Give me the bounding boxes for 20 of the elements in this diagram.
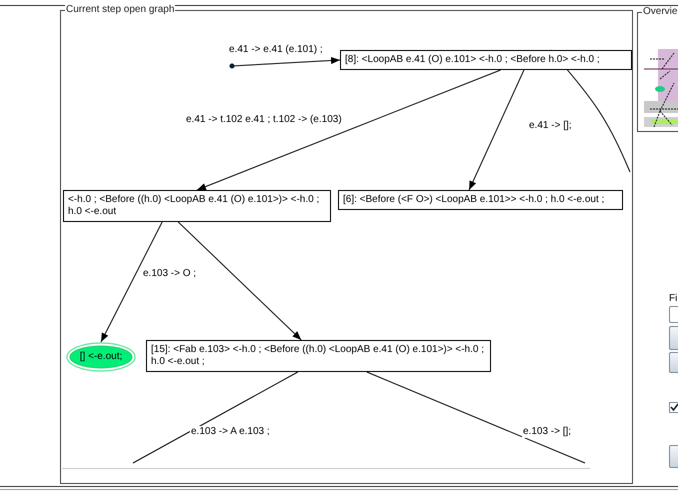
panel-title: Current step open graph [65, 4, 176, 16]
state-box: [6]: <Before (<F O>) <LoopAB e.101>> <-h.0 ; h.0 <-e.out ; [338, 190, 623, 210]
arrow [468, 70, 524, 190]
state-ellipse: [] <-e.out; [66, 342, 136, 372]
field-label: Fi [669, 293, 678, 305]
edge-label: e.103 -> A e.103 ; [190, 426, 271, 438]
arrow [196, 70, 502, 190]
state-box: [8]: <LoopAB e.41 (O) e.101> <-h.0 ; <Before h.0> <-h.0 ; [340, 50, 632, 70]
edge-label: e.41 -> t.102 e.41 ; t.102 -> (e.103) [185, 114, 343, 126]
state-box: <-h.0 ; <Before ((h.0) <LoopAB e.41 (O) e.101>)> <-h.0 ; h.0 <-e.out [63, 190, 331, 222]
connector-line [366, 372, 586, 464]
state-box: [15]: <Fab e.103> <-h.0 ; <Before ((h.0) <LoopAB e.41 (O) e.101>)> <-h.0 ; h.0 <-e.out ; [146, 340, 491, 372]
arrow [178, 222, 302, 340]
arrow [100, 222, 163, 342]
arrow [230, 56, 340, 68]
connector-line [132, 372, 298, 464]
edge-label: e.41 -> e.41 (e.101) ; [228, 44, 324, 56]
edge-label: e.103 -> O ; [142, 268, 198, 280]
edge-label: e.103 -> []; [522, 426, 572, 438]
edge-label: e.41 -> []; [528, 120, 573, 132]
